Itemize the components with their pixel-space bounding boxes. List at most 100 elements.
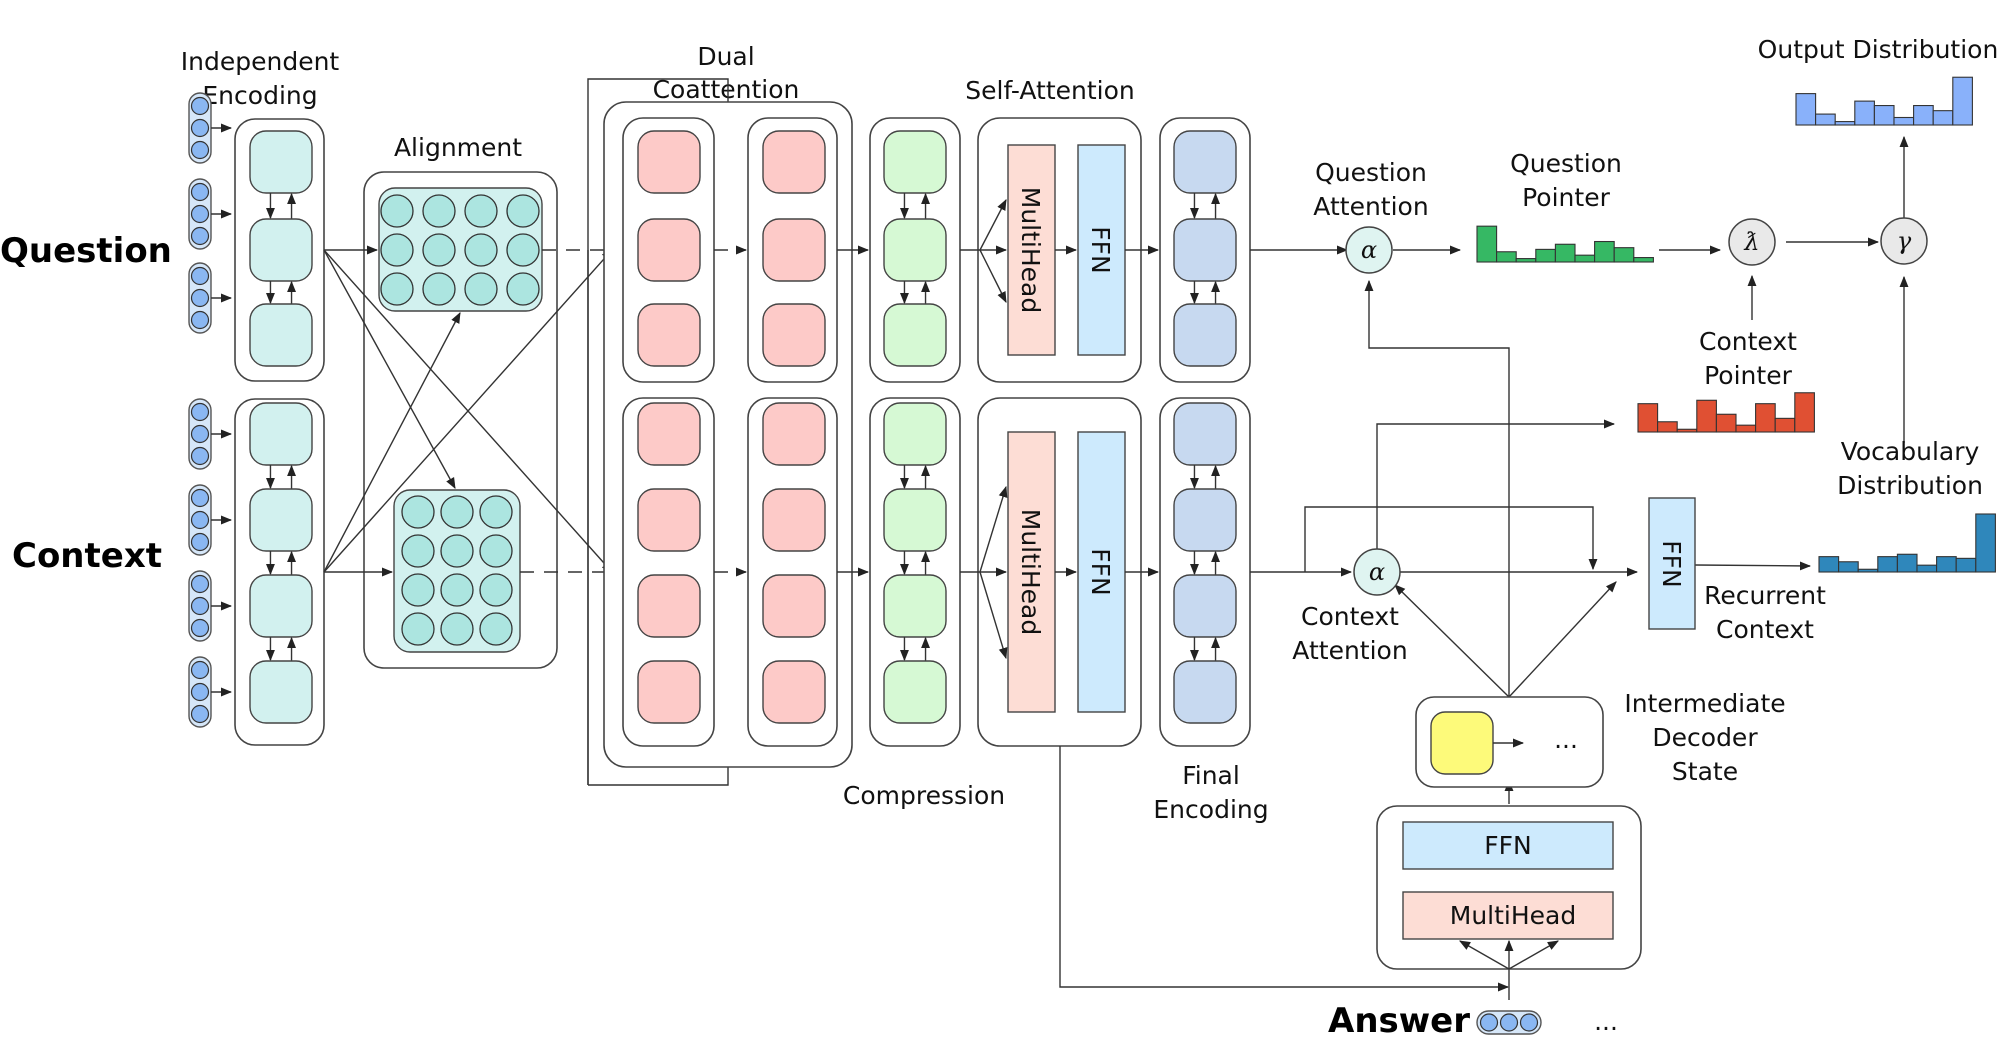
embedding-unit xyxy=(190,596,210,616)
question-pointer-bar-3 xyxy=(1515,258,1537,263)
question-attention-label-line2: Attention xyxy=(1313,192,1428,221)
final-encoding-title-line1: Final xyxy=(1182,761,1240,790)
embedding-unit xyxy=(190,618,210,638)
context-pointer-bar-5 xyxy=(1715,413,1737,433)
alignment-unit xyxy=(401,495,435,529)
embedding-unit xyxy=(190,704,210,724)
intermediate-decoder-state-label-line3: State xyxy=(1672,757,1738,786)
output-distribution-bar-1 xyxy=(1795,93,1817,126)
coattention-cell xyxy=(637,130,701,194)
context-pointer-bar-1 xyxy=(1637,403,1659,433)
decoder-state-ellipsis: ... xyxy=(1554,725,1578,754)
embedding-unit xyxy=(190,288,210,308)
coattention-cell xyxy=(762,218,826,282)
decoder-wires xyxy=(1250,135,1909,1000)
alignment-unit xyxy=(401,612,435,646)
context-multihead-label: MultiHead xyxy=(1016,509,1045,635)
embedding-unit xyxy=(190,182,210,202)
embedding-unit xyxy=(190,226,210,246)
coattention-cell xyxy=(762,488,826,552)
context-attention-label-line1: Context xyxy=(1301,602,1399,631)
alignment-unit xyxy=(479,573,513,607)
context-ffn-label: FFN xyxy=(1086,548,1115,595)
question-pointer-bar-9 xyxy=(1633,257,1654,263)
alignment-unit xyxy=(440,534,474,568)
compression-cell xyxy=(883,488,947,552)
vocabulary-distribution-bar-3 xyxy=(1857,568,1879,573)
vocabulary-distribution-bar-4 xyxy=(1877,556,1898,573)
alignment-unit xyxy=(506,272,540,306)
output-distribution-histogram xyxy=(1795,76,1973,126)
answer-embedding-unit xyxy=(1479,1013,1499,1032)
question-encoder-cells xyxy=(249,130,313,367)
context-encoder-cells xyxy=(249,402,313,724)
context-pointer-bar-9 xyxy=(1794,392,1815,433)
coattention-cell xyxy=(762,402,826,466)
context-encoder-cell xyxy=(249,660,313,724)
output-distribution-bar-9 xyxy=(1952,76,1973,126)
context-pointer-bar-4 xyxy=(1696,399,1717,433)
context-pointer-bar-7 xyxy=(1755,403,1776,433)
compression-cell xyxy=(883,402,947,466)
question-encoder-cell xyxy=(249,218,313,282)
question-ffn-label: FFN xyxy=(1086,226,1115,273)
answer-embedding-vector xyxy=(1476,1010,1542,1035)
context-attention-label-line2: Attention xyxy=(1292,636,1407,665)
question-attention-label-line1: Question xyxy=(1315,158,1427,187)
vocabulary-distribution-histogram xyxy=(1818,513,1996,573)
final-encoding-cell xyxy=(1173,303,1237,367)
final-encoding-cells xyxy=(1173,130,1237,724)
coattention-cell xyxy=(637,218,701,282)
coattention-cell xyxy=(762,303,826,367)
embedding-unit xyxy=(190,510,210,530)
compression-cell xyxy=(883,303,947,367)
alignment-unit xyxy=(440,612,474,646)
context-pointer-bar-2 xyxy=(1657,421,1678,433)
question-pointer-bar-4 xyxy=(1535,248,1556,263)
final-encoding-cell xyxy=(1173,130,1237,194)
alignment-unit xyxy=(440,495,474,529)
vocabulary-distribution-bar-8 xyxy=(1955,557,1977,573)
embedding-unit xyxy=(190,682,210,702)
final-encoding-cell xyxy=(1173,488,1237,552)
output-distribution-label: Output Distribution xyxy=(1758,35,1999,64)
vocabulary-distribution-bar-7 xyxy=(1936,556,1957,573)
vocabulary-distribution-bar-1 xyxy=(1818,556,1840,573)
alignment-unit xyxy=(422,194,456,228)
alignment-unit xyxy=(422,272,456,306)
embedding-unit xyxy=(190,140,210,160)
alignment-unit xyxy=(464,194,498,228)
output-distribution-bar-6 xyxy=(1893,116,1915,126)
embedding-unit xyxy=(190,446,210,466)
alignment-unit xyxy=(464,233,498,267)
answer-ellipsis: ... xyxy=(1594,1007,1618,1036)
alignment-unit xyxy=(380,194,414,228)
alignment-unit xyxy=(401,573,435,607)
question-alpha-symbol: α xyxy=(1361,236,1377,264)
embedding-unit xyxy=(190,574,210,594)
question-ffn-block xyxy=(1077,144,1126,356)
coattention-cell xyxy=(762,574,826,638)
vocabulary-distribution-bar-2 xyxy=(1838,561,1859,573)
independent-encoding-title-line1: Independent xyxy=(181,47,340,76)
answer-embedding-unit xyxy=(1499,1013,1519,1032)
context-multihead-block xyxy=(1007,431,1056,713)
lambda-switch-node xyxy=(1728,218,1776,266)
question-pointer-bar-2 xyxy=(1496,251,1517,263)
coattention-cell xyxy=(637,303,701,367)
question-pointer-label-line1: Question xyxy=(1510,149,1622,178)
context-attention-alpha-node xyxy=(1353,548,1401,596)
question-multihead-block xyxy=(1007,144,1056,356)
embedding-unit xyxy=(190,424,210,444)
alignment-unit xyxy=(380,233,414,267)
coattention-cell xyxy=(637,488,701,552)
intermediate-decoder-state-label-line1: Intermediate xyxy=(1624,689,1785,718)
vocabulary-distribution-label-line1: Vocabulary xyxy=(1841,437,1980,466)
self-attention-title: Self-Attention xyxy=(965,76,1134,105)
embedding-unit xyxy=(190,118,210,138)
vocabulary-distribution-bar-9 xyxy=(1975,513,1996,573)
output-distribution-bar-8 xyxy=(1932,110,1954,126)
context-input-label: Context xyxy=(12,536,162,576)
final-encoding-title-line2: Encoding xyxy=(1153,795,1268,824)
